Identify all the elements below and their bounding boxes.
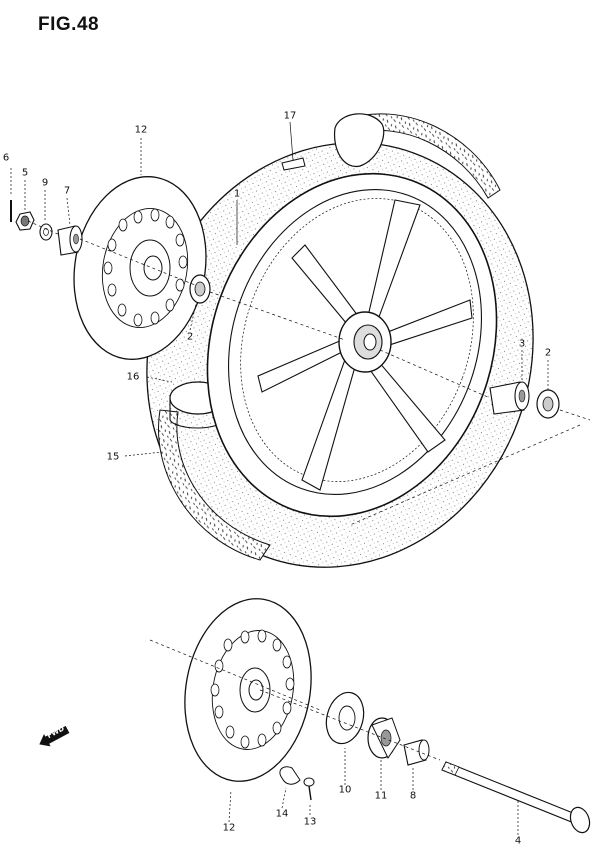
callout-17: 17 (283, 110, 297, 122)
part-seal-10 (325, 691, 365, 745)
assembly-lines (27, 220, 591, 761)
callout-14: 14 (275, 808, 289, 820)
part-washer-9 (39, 223, 53, 241)
callout-9: 9 (41, 177, 49, 189)
part-bearing-2-left (189, 274, 211, 304)
leader-lines (10, 121, 549, 835)
part-bearing-2-right (536, 389, 560, 419)
wheel-hub (338, 311, 392, 373)
part-screw-13 (303, 777, 315, 801)
part-retainer-11 (367, 717, 401, 760)
part-spacer-7 (57, 225, 83, 256)
part-nut-5 (15, 211, 35, 231)
figure-title: FIG.48 (38, 14, 100, 35)
callout-12-bottom: 12 (222, 822, 236, 834)
callout-5: 5 (21, 167, 29, 179)
callout-2-left: 2 (186, 331, 194, 343)
callout-6: 6 (2, 152, 10, 164)
part-clip-14 (279, 766, 301, 785)
arrow-left-icon (39, 725, 70, 747)
callout-13: 13 (303, 816, 317, 828)
callout-1: 1 (233, 188, 241, 200)
brake-disc-bottom (184, 598, 312, 782)
brake-disc-left (73, 176, 207, 360)
callout-2-right: 2 (544, 347, 552, 359)
callout-3: 3 (518, 338, 526, 350)
callout-7: 7 (63, 185, 71, 197)
part-valve-17 (281, 157, 306, 171)
callout-11: 11 (374, 790, 388, 802)
callout-4: 4 (514, 835, 522, 847)
part-axle-4 (441, 761, 591, 834)
callout-8: 8 (409, 790, 417, 802)
callout-16: 16 (126, 371, 140, 383)
part-spacer-8 (403, 739, 430, 766)
part-spacer-3 (489, 381, 530, 415)
callout-15: 15 (106, 451, 120, 463)
forward-direction-marker: FWD (36, 722, 71, 749)
callout-12-top: 12 (134, 124, 148, 136)
callout-10: 10 (338, 784, 352, 796)
